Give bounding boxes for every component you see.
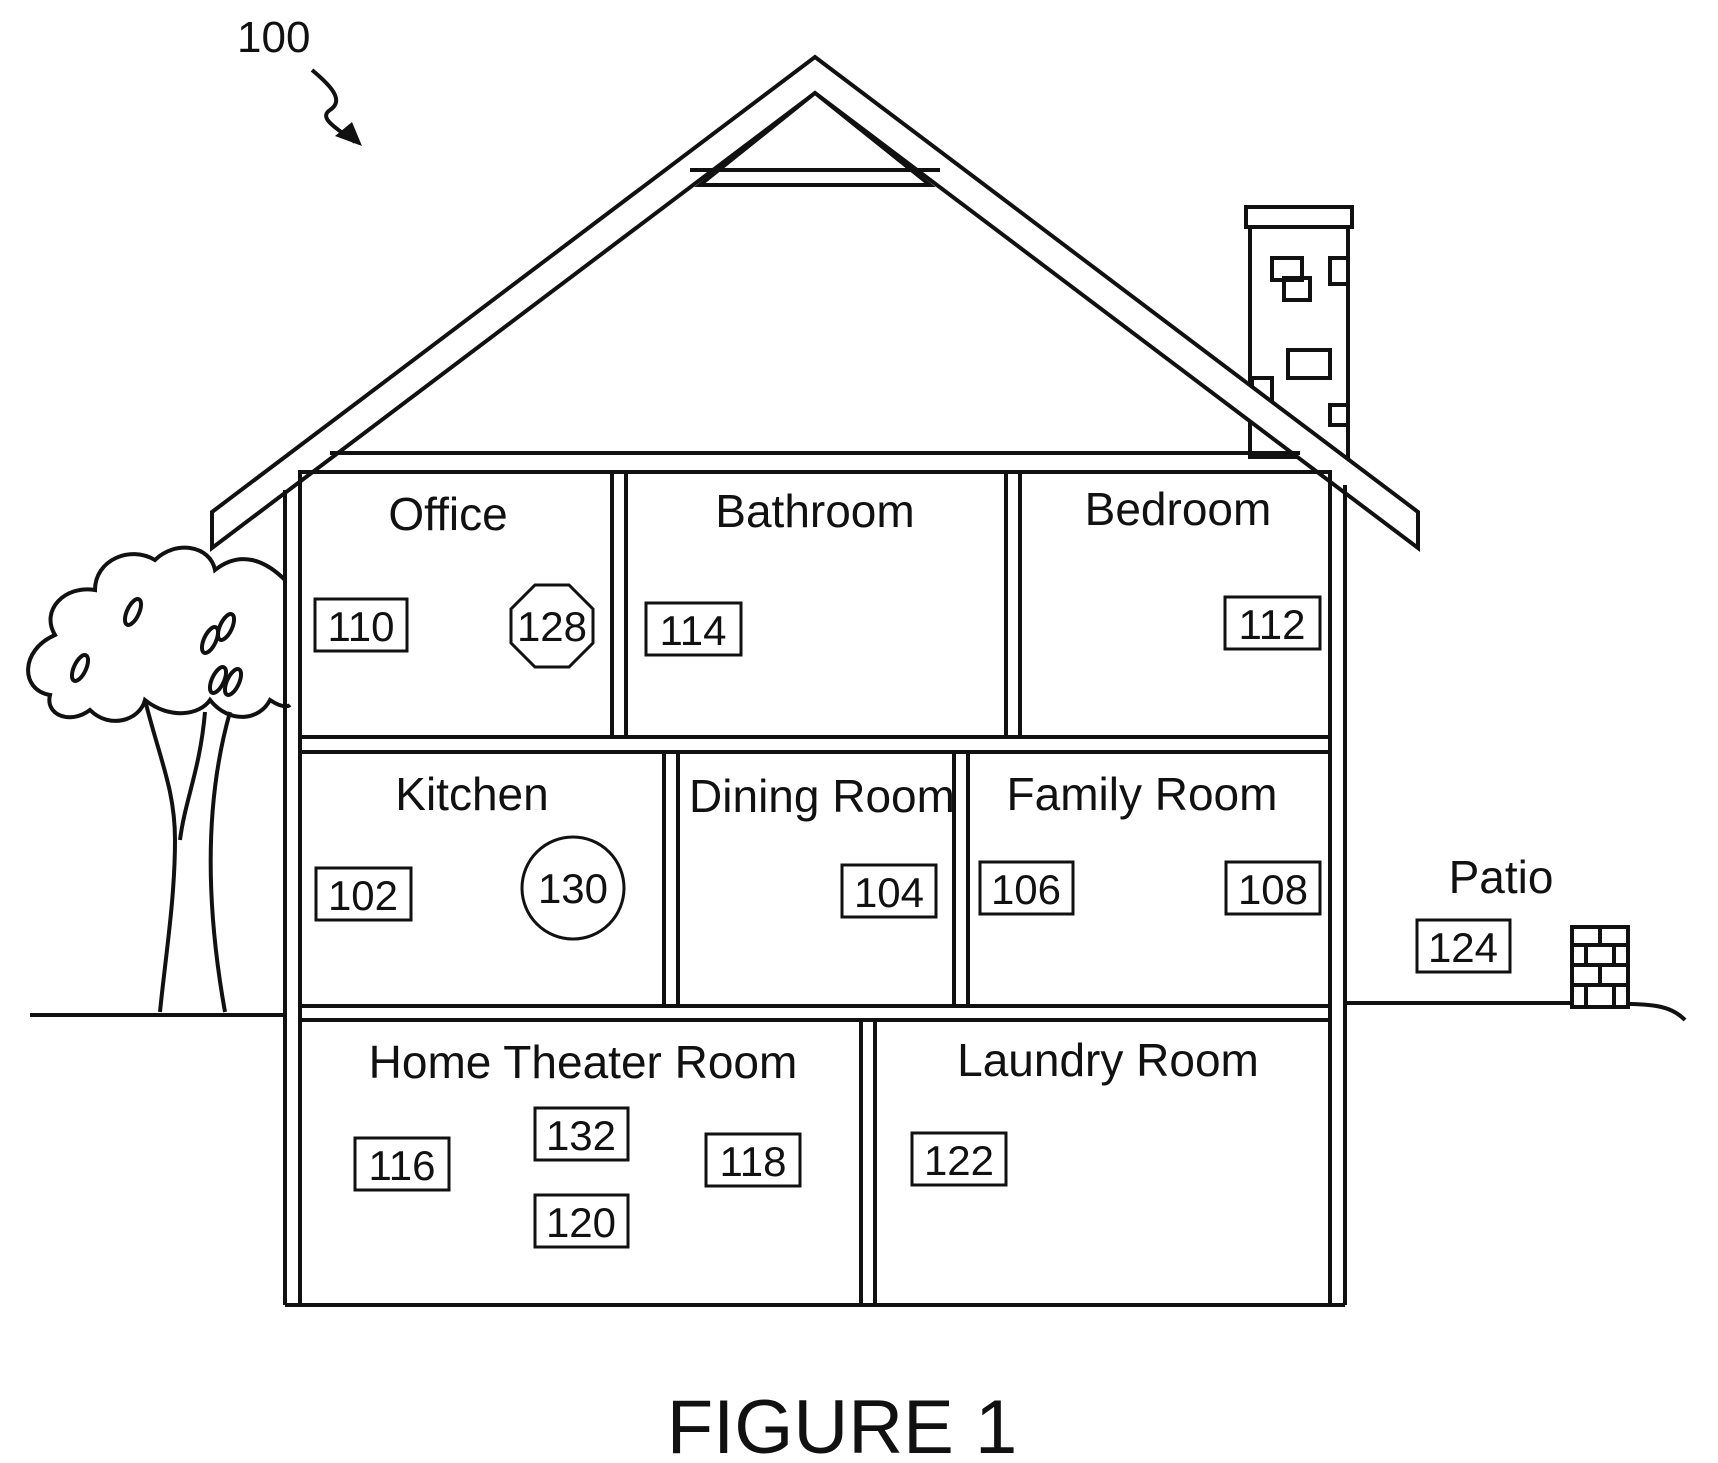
device-112-label: 112: [1239, 601, 1306, 648]
device-124-label: 124: [1428, 924, 1498, 971]
room-label-laundry-room: Laundry Room: [957, 1034, 1259, 1086]
device-132-label: 132: [546, 1112, 616, 1159]
roof: [212, 57, 1418, 548]
patio-brick-post-icon: [1572, 927, 1628, 1007]
device-128-octagon: 128: [511, 585, 593, 667]
device-116-label: 116: [369, 1142, 436, 1189]
device-118: 118: [706, 1134, 800, 1186]
device-130-label: 130: [538, 865, 608, 912]
device-114: 114: [646, 603, 741, 655]
device-124: 124: [1417, 920, 1510, 972]
room-label-family-room: Family Room: [1007, 768, 1278, 820]
device-102: 102: [316, 868, 411, 920]
room-label-bedroom: Bedroom: [1085, 483, 1272, 535]
room-label-kitchen: Kitchen: [395, 768, 548, 820]
device-110-label: 110: [328, 603, 395, 650]
device-122: 122: [912, 1133, 1006, 1185]
tree-icon: [28, 548, 290, 1012]
room-label-bathroom: Bathroom: [715, 485, 914, 537]
device-122-label: 122: [924, 1137, 994, 1184]
device-130-circle: 130: [522, 837, 624, 939]
device-104-label: 104: [854, 869, 924, 916]
device-118-label: 118: [720, 1138, 787, 1185]
device-120: 120: [535, 1195, 628, 1247]
device-132: 132: [535, 1108, 628, 1160]
device-102-label: 102: [328, 872, 398, 919]
device-128-label: 128: [517, 603, 587, 650]
device-108: 108: [1226, 862, 1320, 914]
room-label-office: Office: [388, 488, 507, 540]
device-120-label: 120: [546, 1199, 616, 1246]
device-114-label: 114: [660, 607, 727, 654]
device-112: 112: [1225, 597, 1320, 649]
room-label-dining-room: Dining Room: [689, 770, 955, 822]
device-106-label: 106: [991, 866, 1061, 913]
device-108-label: 108: [1238, 866, 1308, 913]
room-label-patio: Patio: [1449, 851, 1554, 903]
room-label-home-theater-room: Home Theater Room: [369, 1036, 798, 1088]
device-104: 104: [842, 865, 936, 917]
figure-ref-label: 100: [237, 13, 310, 62]
device-116: 116: [355, 1138, 449, 1190]
figure-caption: FIGURE 1: [667, 1385, 1018, 1463]
device-110: 110: [315, 599, 407, 651]
reference-arrow-icon: [312, 70, 362, 146]
device-106: 106: [980, 862, 1073, 914]
